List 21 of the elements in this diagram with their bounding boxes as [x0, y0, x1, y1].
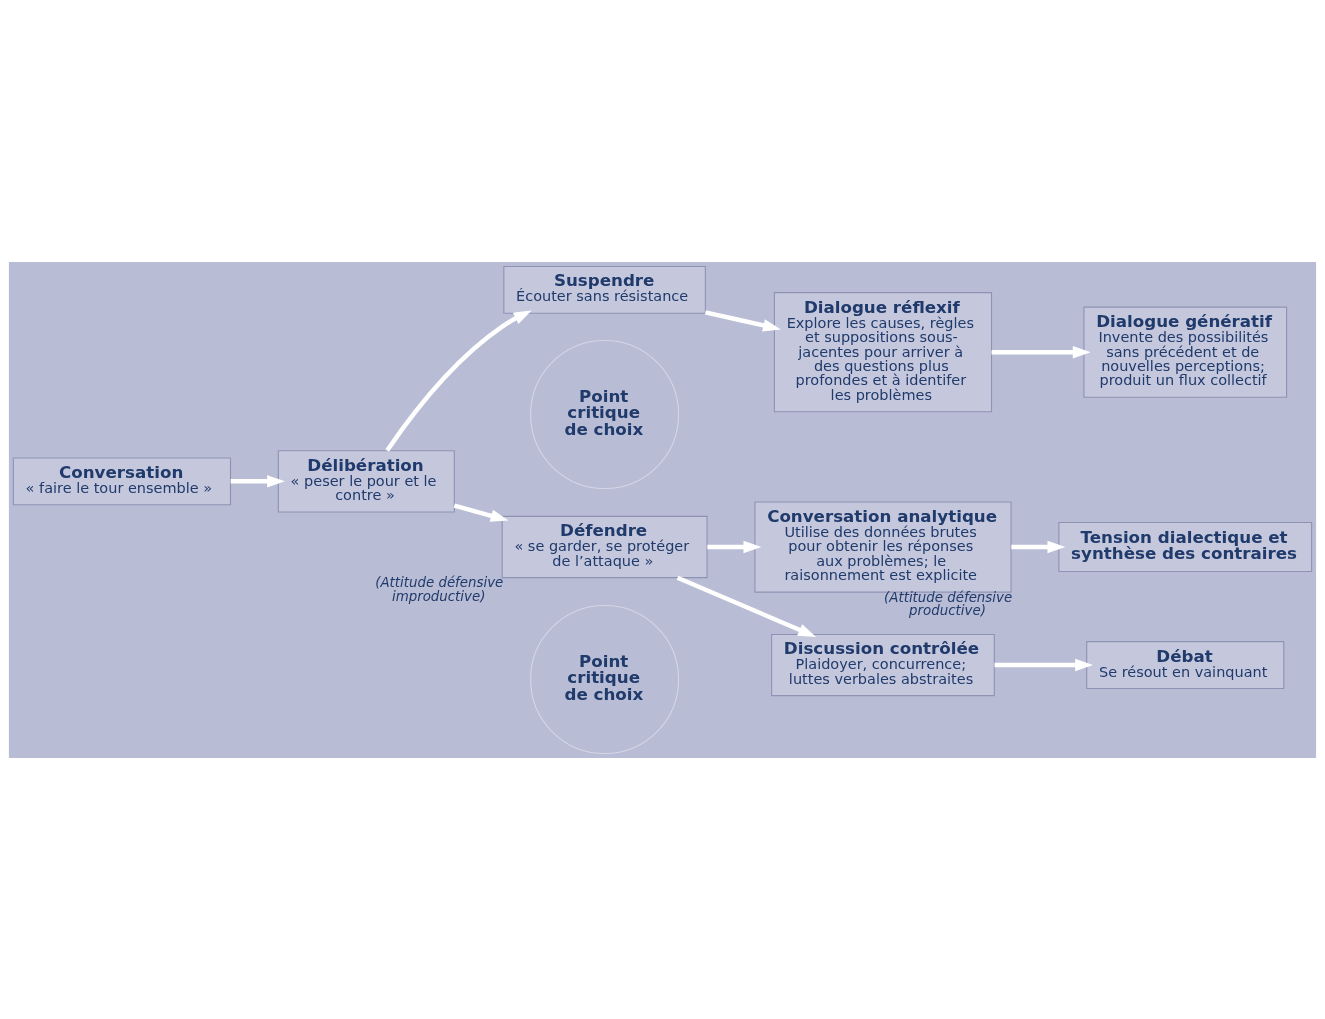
arrow	[230, 474, 285, 488]
node-circle: Point critique de choix	[530, 339, 680, 489]
arrow	[991, 345, 1091, 358]
arrow	[704, 309, 781, 332]
node-box: Débat Se résout en vainquant	[1086, 640, 1285, 689]
node-circle: Point critique de choix	[530, 604, 680, 754]
node-box: Discussion contrôlée Plaidoyer, concurrence; luttes verbales abstraites	[771, 633, 995, 696]
node-box: Tension dialectique et synthèse des contraires	[1058, 521, 1313, 572]
arrow	[707, 540, 762, 553]
node-box: Dialogue réflexif Explore les causes, règles et suppositions sous-jacentes pour arriver à des questions plus profondes et à identifer les problèmes	[773, 291, 993, 412]
node-box: Dialogue génératif Invente des possibilités sans précédent et de nouvelles perceptions; produit un flux collectif	[1083, 306, 1288, 398]
arrow	[453, 502, 509, 522]
node-box: Délibération « peser le pour et le contre »	[277, 449, 455, 513]
node-label: (Attitude défensive improductive)	[375, 574, 504, 604]
arrow	[994, 658, 1094, 671]
arrow	[1011, 540, 1066, 553]
arrow	[676, 575, 817, 637]
arrow	[385, 309, 532, 452]
node-box: Défendre « se garder, se protéger de l’attaque »	[501, 515, 708, 578]
node-box: Suspendre Écouter sans résistance	[503, 265, 706, 314]
node-box: Conversation « faire le tour ensemble »	[12, 456, 232, 505]
